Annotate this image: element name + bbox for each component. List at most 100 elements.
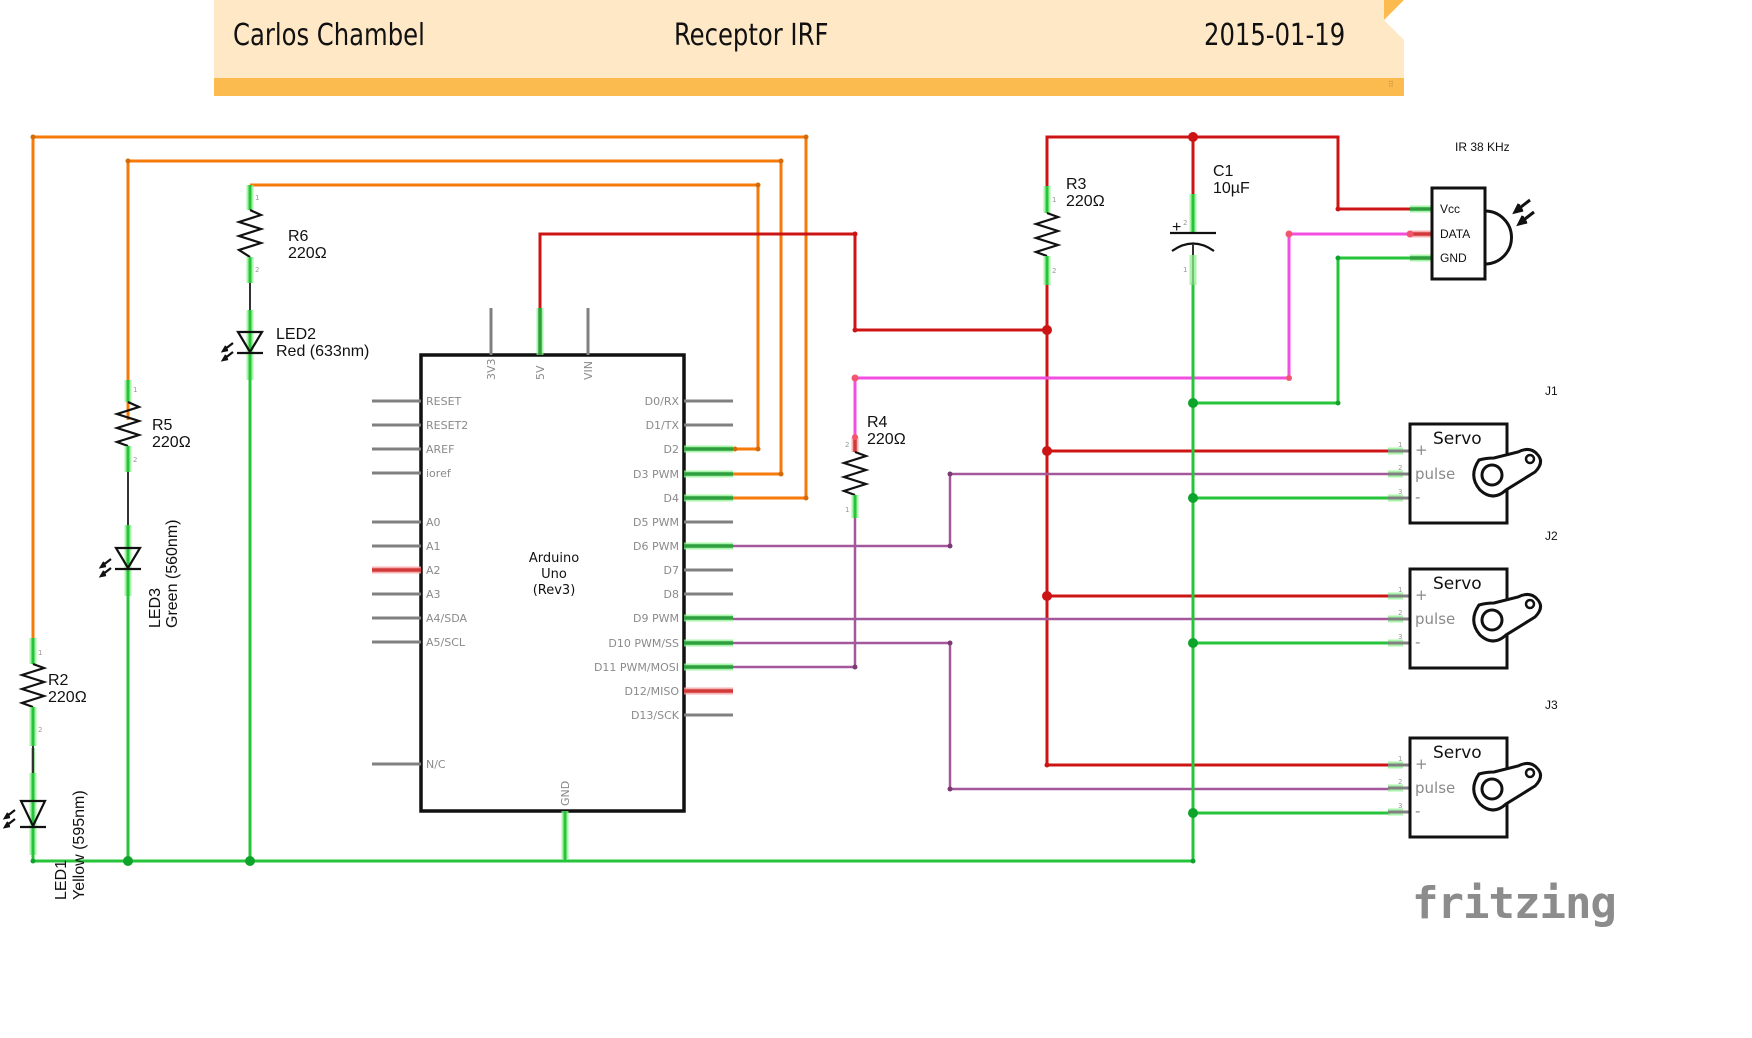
servo-ref: J1 xyxy=(1545,384,1558,398)
wire-d6-to-j1[interactable] xyxy=(733,472,1390,548)
led-led2[interactable]: LED2 Red (633nm) xyxy=(220,310,369,380)
wire-ir-ground[interactable] xyxy=(1193,256,1410,405)
led2-value: Red (633nm) xyxy=(276,343,369,360)
junction-dot xyxy=(1042,591,1052,601)
wire-d11-to-r4[interactable] xyxy=(733,518,857,669)
light-emission-icon xyxy=(98,558,112,569)
wire-bend xyxy=(1286,375,1292,381)
servo-shaft-icon xyxy=(1480,608,1504,632)
wire-5v-to-r3[interactable] xyxy=(538,232,1047,332)
wire-d10-to-j3[interactable] xyxy=(733,641,1390,791)
ground-wires xyxy=(30,255,1410,866)
servo-title: Servo xyxy=(1433,574,1482,594)
junction-dot xyxy=(1188,132,1198,142)
resistor-symbol xyxy=(18,662,48,709)
servo-horn-hole-icon xyxy=(1524,767,1536,779)
arduino-pin-label: A2 xyxy=(426,564,441,577)
pin-number: 2 xyxy=(255,266,259,274)
ir-pin-label: DATA xyxy=(1440,227,1470,241)
pin-number: 3 xyxy=(1398,488,1402,496)
title-block-paper xyxy=(214,0,1404,78)
led3-value: Green (560nm) xyxy=(164,520,181,629)
junction-dot xyxy=(1188,493,1198,503)
resistor-r4[interactable]: 2 1 R4 220Ω xyxy=(840,414,906,518)
wire-bend xyxy=(30,134,36,140)
ir-pin-label: Vcc xyxy=(1440,202,1460,216)
pin-end xyxy=(852,434,858,440)
r3-value: 220Ω xyxy=(1066,193,1105,210)
pin-number: 1 xyxy=(845,506,849,514)
servo-title: Servo xyxy=(1433,429,1482,449)
light-emission-icon xyxy=(2,809,16,820)
wire-bend xyxy=(803,495,809,501)
arduino-pin-label: 5V xyxy=(534,365,547,380)
wire-bend xyxy=(755,446,761,452)
arduino-pin-label: D4 xyxy=(664,492,679,505)
diode-triangle xyxy=(114,546,142,571)
led-led1[interactable]: LED1 Yellow (595nm) xyxy=(2,773,88,900)
pin-number: 2 xyxy=(1398,464,1402,472)
pin-number: 2 xyxy=(845,441,849,449)
junction-dot xyxy=(1188,638,1198,648)
arduino-pin-label: D3 PWM xyxy=(633,468,679,481)
wire-bend xyxy=(947,471,953,477)
servo-pin-label: + xyxy=(1415,586,1428,604)
resistor-r6[interactable]: 1 2 R6 220Ω xyxy=(235,185,327,283)
junction-dot xyxy=(245,856,255,866)
arduino-name: (Rev3) xyxy=(533,583,576,598)
servo-ref: J3 xyxy=(1545,698,1558,712)
wire-d2-to-r6[interactable] xyxy=(250,183,760,451)
led-signal-wires xyxy=(30,134,809,648)
pin-number: 2 xyxy=(133,456,137,464)
arduino-pin-label: D2 xyxy=(664,443,679,456)
wire-ir-data[interactable] xyxy=(853,232,1410,437)
wire-bend xyxy=(1285,230,1293,238)
resistor-r2[interactable]: 1 2 R2 220Ω xyxy=(18,638,87,746)
servo-pin-label: - xyxy=(1415,633,1420,651)
pin-number: 2 xyxy=(1183,219,1187,227)
servo-pin-label: - xyxy=(1415,488,1420,506)
power-5v-wires xyxy=(538,132,1410,768)
pin-number: 2 xyxy=(1052,267,1056,275)
r6-ref: R6 xyxy=(288,228,309,245)
junction-dot xyxy=(123,856,133,866)
resistor-r3[interactable]: 1 2 R3 220Ω xyxy=(1032,176,1105,285)
ir-receiver[interactable]: IR 38 KHz Vcc DATA GND xyxy=(1406,140,1535,281)
servo-shaft-icon xyxy=(1480,463,1504,487)
led-led3[interactable]: LED3 Green (560nm) xyxy=(98,520,181,629)
r5-ref: R5 xyxy=(152,417,173,434)
project-title: Receptor IRF xyxy=(674,18,829,53)
wire-bend xyxy=(852,231,858,237)
resize-grip-icon[interactable]: ⠿ xyxy=(1388,80,1394,89)
resistor-symbol xyxy=(840,450,870,497)
wire-bend xyxy=(125,158,131,164)
servo-shaft-icon xyxy=(1480,777,1504,801)
arduino-pin-label: A5/SCL xyxy=(426,636,466,649)
ir-light-arrow-icon xyxy=(1512,198,1531,215)
r4-ref: R4 xyxy=(867,414,888,431)
arduino-pin-label: VIN xyxy=(582,361,595,380)
title-block: ⠿ Carlos Chambel Receptor IRF 2015-01-19 xyxy=(214,0,1404,96)
ir-lens-dome xyxy=(1484,209,1513,266)
servo-horn-hole-icon xyxy=(1524,453,1536,465)
servo-ref: J2 xyxy=(1545,529,1558,543)
wire-vcc-rail[interactable] xyxy=(1045,135,1410,211)
ir-light-arrow-icon xyxy=(1516,210,1535,227)
r6-value: 220Ω xyxy=(288,245,327,262)
junction-dot xyxy=(1188,398,1198,408)
resistor-r5[interactable]: 1 2 R5 220Ω xyxy=(113,380,191,472)
servo-pin-label: + xyxy=(1415,755,1428,773)
wire-bend xyxy=(732,446,738,452)
arduino-pin-label: D1/TX xyxy=(646,419,680,432)
pin-number: 3 xyxy=(1398,802,1402,810)
servo-pulse-wires xyxy=(733,471,1390,792)
arduino-name: Uno xyxy=(541,567,567,582)
r2-ref: R2 xyxy=(48,672,69,689)
wire-bend xyxy=(947,640,953,646)
capacitor-c1[interactable]: + 2 1 C1 10µF xyxy=(1170,163,1250,285)
page-fold-corner xyxy=(1384,0,1404,20)
